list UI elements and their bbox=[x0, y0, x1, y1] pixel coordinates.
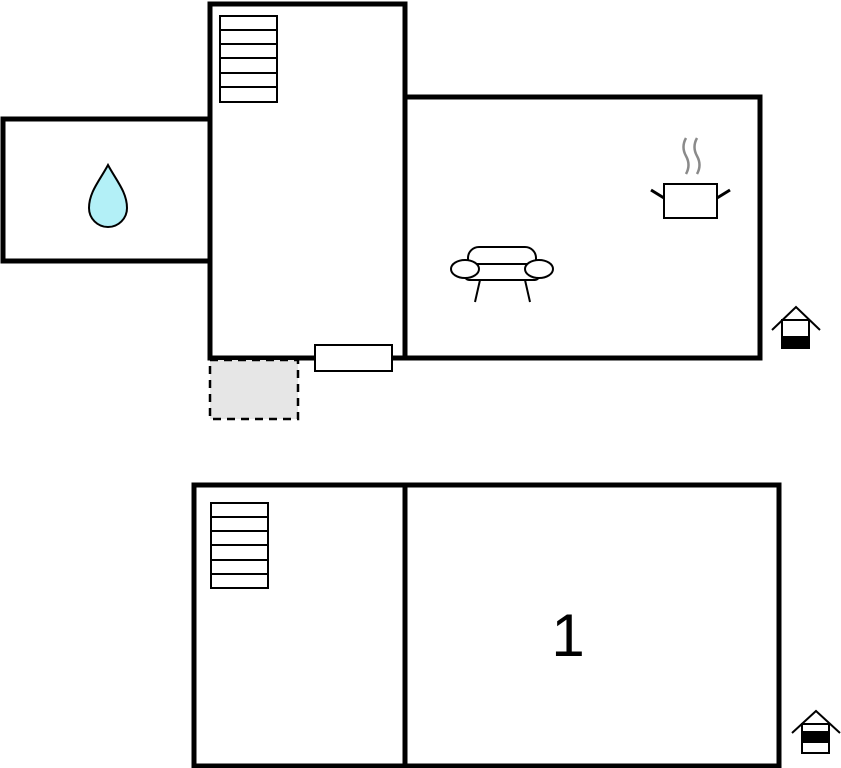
cooking-pot-icon bbox=[650, 137, 731, 219]
bedroom-room bbox=[402, 482, 782, 768]
house-ground-floor-icon bbox=[771, 305, 821, 349]
ground-floor bbox=[0, 1, 821, 421]
water-drop-icon bbox=[87, 162, 129, 228]
living-kitchen-room bbox=[402, 94, 763, 361]
staircase-icon bbox=[210, 502, 269, 589]
bedroom-number-label: 1 bbox=[551, 602, 584, 669]
terrace bbox=[208, 358, 300, 421]
staircase-icon bbox=[219, 15, 278, 103]
upper-floor: 1 bbox=[191, 482, 841, 768]
sofa-icon bbox=[450, 246, 554, 303]
window bbox=[314, 344, 393, 372]
house-upper-floor-icon bbox=[791, 709, 841, 754]
